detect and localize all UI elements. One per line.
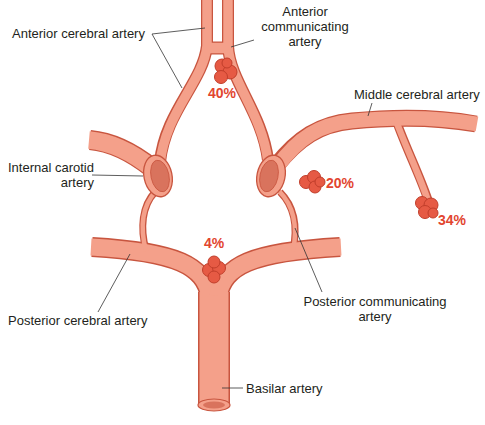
basilar-lumen	[203, 402, 225, 409]
right-ica-lumen	[257, 158, 281, 193]
right-mca-vessel	[276, 118, 476, 166]
right-pca-vessel	[218, 247, 340, 296]
aneurysm-lobe	[208, 256, 220, 268]
left-pca-fill	[91, 247, 210, 296]
leader-line	[98, 254, 130, 312]
right-pcom-vessel	[280, 192, 295, 250]
aneurysm-lobe	[428, 208, 438, 218]
right-mca-fill	[277, 118, 477, 167]
leader-lines	[92, 28, 372, 388]
right-pcom-fill	[279, 191, 295, 251]
callout-percentage: 20%	[326, 176, 354, 191]
leader-line	[368, 103, 372, 116]
callout-percentage: 40%	[208, 86, 236, 101]
basilar-fill	[200, 292, 229, 406]
callout-percentage: 34%	[438, 213, 466, 228]
right-ica-opening	[253, 153, 289, 200]
vessel-label: Anterior communicating artery	[255, 4, 355, 49]
leader-line	[222, 388, 243, 389]
aneurysm-lobe	[222, 58, 232, 68]
mca-aneurysm	[416, 197, 439, 219]
aneurysm-lobe	[315, 177, 325, 187]
vessel-label: Posterior communicating artery	[300, 294, 450, 324]
leader-line	[92, 175, 143, 176]
left-ica-opening	[140, 153, 176, 200]
vessel-label: Basilar artery	[246, 381, 323, 396]
left-mca-vessel	[90, 140, 152, 168]
left-pca-vessel	[92, 247, 210, 296]
vessel-fills	[89, 0, 477, 406]
right-pca-fill	[218, 247, 341, 296]
aneurysm-lobe	[215, 71, 228, 84]
leader-line	[152, 28, 205, 34]
acom-fill	[203, 43, 232, 54]
left-ica-lumen	[148, 158, 172, 193]
left-aca-fill	[160, 0, 207, 164]
basilar-opening	[198, 399, 230, 411]
aneurysm-lobe	[208, 271, 220, 283]
acom-vessel	[204, 42, 231, 55]
leader-line	[295, 228, 322, 292]
vessel-ends	[140, 153, 289, 411]
acom-aneurysm	[215, 58, 238, 84]
vessel-label: Internal carotid artery	[6, 160, 94, 190]
callout-percentage: 4%	[204, 236, 224, 251]
vessel-outlines	[90, 0, 476, 405]
basilar-tip-aneurysm	[203, 256, 226, 283]
mca-branch-fill	[395, 118, 428, 201]
leader-line	[152, 34, 182, 88]
left-pcom-vessel	[143, 192, 155, 250]
left-pcom-fill	[143, 191, 156, 251]
leader-line	[231, 40, 254, 47]
vessel-label: Middle cerebral artery	[354, 87, 480, 102]
left-mca-fill	[89, 140, 153, 169]
vessel-label: Posterior cerebral artery	[8, 313, 147, 328]
pcom-aneurysm	[300, 171, 326, 194]
vessel-label: Anterior cerebral artery	[12, 26, 145, 41]
